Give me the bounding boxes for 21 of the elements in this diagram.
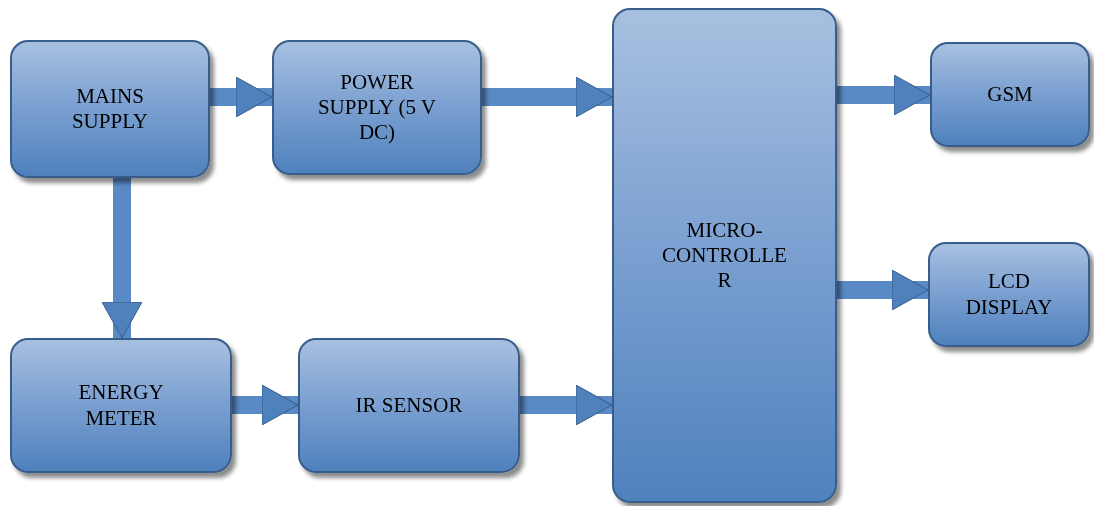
block-box xyxy=(928,242,1090,347)
block-box xyxy=(930,42,1090,147)
block-box xyxy=(10,40,210,178)
block-arrow xyxy=(101,178,143,339)
block-box xyxy=(612,8,837,503)
block-label: IR SENSOR xyxy=(355,392,463,419)
block-arrow xyxy=(837,269,929,311)
block-box xyxy=(298,338,520,473)
block-label: MICRO- CONTROLLE R xyxy=(661,217,788,294)
block-arrow xyxy=(482,76,613,118)
block-arrow xyxy=(520,384,613,426)
block-label: GSM xyxy=(987,81,1033,108)
block-box xyxy=(10,338,232,473)
block-arrow xyxy=(210,76,273,118)
block-arrow xyxy=(837,74,931,116)
block-arrow xyxy=(232,384,299,426)
block-label: LCD DISPLAY xyxy=(964,269,1054,320)
block-label: POWER SUPPLY (5 V DC) xyxy=(316,69,438,146)
block-label: ENERGY METER xyxy=(77,380,165,431)
block-box xyxy=(272,40,482,175)
block-label: MAINS SUPPLY xyxy=(70,83,150,135)
